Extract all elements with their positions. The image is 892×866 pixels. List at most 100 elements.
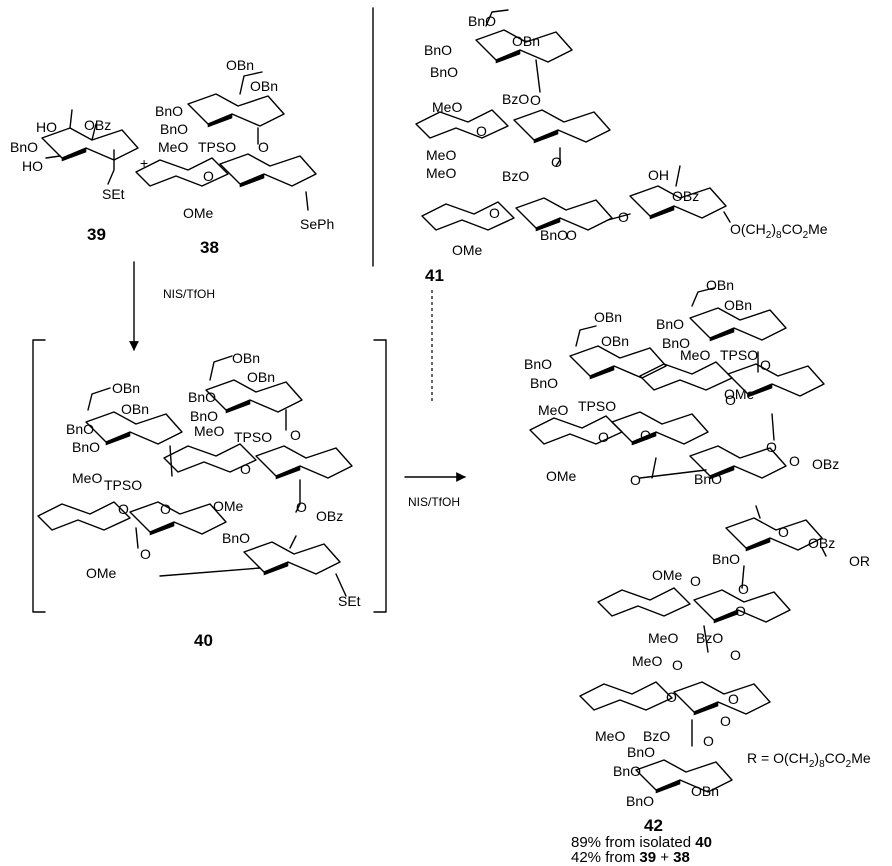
compound-41-number: 41 [425,266,444,285]
c42-label-34: MeO [632,653,662,669]
c42-label-16: O [640,427,651,443]
c42-label-23: O [778,524,789,540]
c40-label-18: OBz [316,508,343,524]
compound-39-structure: HO OBz BnO HO SEt [10,109,139,202]
c42-label-44: OBn [691,783,719,799]
c41-label-17: BnO [540,227,568,243]
c41-label-13: O [551,154,562,170]
c38-label-6: O [258,139,269,155]
c42-label-35: O [672,657,683,673]
c40-label-6: BnO [66,421,94,437]
c40-label-16: O [118,501,129,517]
c40-label-4: OBn [112,380,140,396]
c42-label-39: BzO [643,728,670,744]
c42-label-8: MeO [680,347,710,363]
c40-label-5: OBn [121,401,149,417]
c42-label-32: O [735,603,746,619]
c42-label-33: O [730,647,741,663]
c42-label-18: O [789,453,800,469]
bracket-right [373,339,387,613]
c42-label-31: BzO [696,630,723,646]
c42-label-20: OMe [546,468,577,484]
bracket-left [32,339,46,613]
c42-label-12: O [760,357,771,373]
c38-label-4: MeO [158,139,188,155]
c41-label-6: O [530,92,541,108]
c40-label-11: TPSO [104,477,142,493]
c42-label-9: TPSO [720,347,758,363]
c42-label-10: MeO [538,402,568,418]
c38-label-3: BnO [160,121,188,137]
c38-label-9: SePh [300,216,334,232]
c38-label-7: O [203,168,214,184]
c40-label-1: OBn [247,369,275,385]
c42-label-30: MeO [648,630,678,646]
c40-label-13: O [240,461,251,477]
c38-label-1: OBn [250,78,278,94]
c42-label-2: BnO [656,316,684,332]
c42-label-13: O [725,392,736,408]
compound-42-number: 42 [644,816,663,835]
c41-label-11: MeO [426,165,456,181]
c42-label-3: BnO [662,335,690,351]
c41-label-7: O [476,123,487,139]
c42-label-26: OR [849,553,870,569]
c40-label-19: OMe [86,565,117,581]
c39-label-3: HO [22,158,43,174]
c40-label-21: O [140,546,151,562]
c38-label-8: OMe [183,205,214,221]
r-group-definition: R = O(CH2)8CO2Me [747,750,871,770]
c38-label-2: BnO [155,103,183,119]
c42-label-24: OBz [808,535,835,551]
c42-label-25: BnO [712,551,740,567]
c42-label-45: BnO [626,793,654,809]
compound-41-structure: BnO OBn BnO BnO MeO BzO O O MeO BzO OH M… [415,9,828,258]
c42-label-36: O [728,691,739,707]
compound-38-number: 38 [200,238,219,257]
c40-label-0: OBn [232,350,260,366]
c42-label-11: TPSO [578,398,616,414]
c42-label-15: OMe [724,386,755,402]
c41-label-1: OBn [512,33,540,49]
c39-label-2: BnO [10,139,38,155]
c41-label-8: MeO [426,147,456,163]
c42-label-27: OMe [652,567,683,583]
c40-label-22: SEt [338,593,361,609]
c41-label-15: O [618,209,629,225]
c42-label-19: OBz [812,456,839,472]
c41-label-9: BzO [502,168,529,184]
c40-label-20: BnO [222,530,250,546]
c41-label-3: BnO [430,64,458,80]
c41-label-5: BzO [502,91,529,107]
c42-label-43: BnO [613,763,641,779]
plus-sign: + [140,155,148,171]
compound-38-structure: OBn OBn BnO BnO MeO TPSO O O OMe SePh [135,57,334,232]
yield-line-combined: 42% from 39 + 38 [571,849,690,866]
c40-label-8: MeO [194,423,224,439]
c41-label-4: MeO [432,99,462,115]
c40-label-14: O [160,501,171,517]
c42-label-29: O [738,581,749,597]
c41-label-2: BnO [424,42,452,58]
c42-label-4: OBn [594,309,622,325]
reagent-arrow-right: NIS/TfOH [408,495,460,509]
c39-label-4: SEt [102,186,125,202]
c42-label-42: BnO [627,744,655,760]
c40-label-10: MeO [72,470,102,486]
c38-label-0: OBn [226,57,254,73]
c42-label-0: OBn [706,277,734,293]
c42-label-17: O [766,439,777,455]
c40-label-3: BnO [190,408,218,424]
compound-39-number: 39 [87,225,106,244]
c41-side-chain: O(CH2)8CO2Me [730,221,828,241]
c38-label-5: TPSO [198,139,236,155]
compound-42-structure: OBn OBn BnO BnO OBn OBn BnO BnO MeO TPSO… [524,277,870,809]
c41-label-16: OMe [452,242,483,258]
yield-line-isolated: 89% from isolated 40 [571,834,712,851]
compound-40-structure: OBn OBn BnO BnO OBn OBn BnO BnO MeO TPSO… [37,350,361,609]
c39-label-1: OBz [84,117,111,133]
c40-label-9: TPSO [234,429,272,445]
c40-label-17: O [296,499,307,515]
c42-label-14: O [598,429,609,445]
